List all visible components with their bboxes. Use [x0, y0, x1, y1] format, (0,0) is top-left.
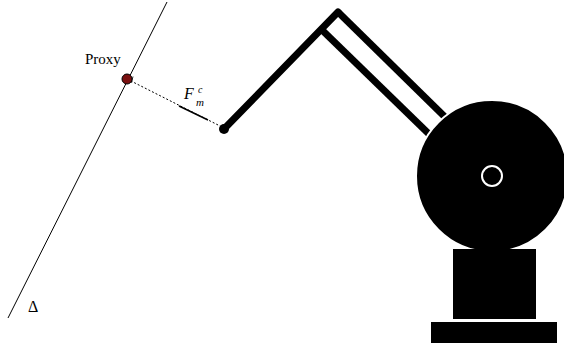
joint-axis — [482, 166, 502, 186]
robot-base-joint — [416, 100, 564, 252]
proxy-point — [122, 74, 132, 84]
force-superscript: c — [198, 85, 202, 95]
robot-pedestal — [453, 249, 536, 319]
force-label: F — [184, 86, 194, 102]
line-label: Δ — [28, 299, 38, 315]
force-subscript: m — [196, 97, 204, 108]
point-label: Proxy — [85, 52, 121, 67]
force-arrow — [179, 106, 208, 120]
end-effector — [219, 124, 229, 134]
arm-link — [224, 12, 338, 129]
robot-plate — [431, 322, 557, 343]
arm-link — [322, 30, 430, 135]
constraint-line — [8, 2, 167, 318]
dotted-link — [127, 79, 224, 128]
